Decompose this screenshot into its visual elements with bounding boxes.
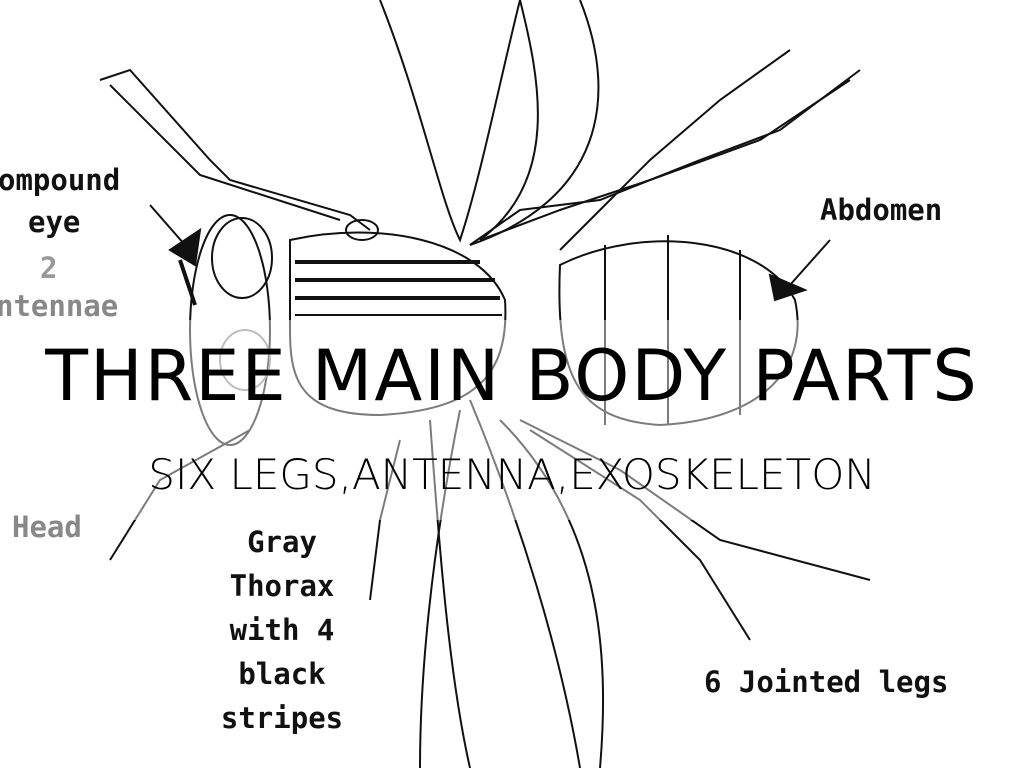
slide-subtitle-row: SIX LEGS,ANTENNA,EXOSKELETON	[0, 450, 1024, 500]
label-compound-eye-1: ompound	[0, 163, 121, 197]
abdomen	[558, 235, 799, 427]
antennae-and-legs	[99, 49, 871, 641]
label-compound-eye-2: eye	[28, 205, 81, 239]
fade-overlay	[0, 320, 1024, 520]
head	[189, 214, 273, 446]
slide-subtitle: SIX LEGS,ANTENNA,EXOSKELETON	[148, 450, 876, 499]
label-thorax-line: with 4	[229, 613, 335, 647]
label-thorax-line: Gray	[247, 525, 317, 559]
label-thorax-line: Thorax	[229, 569, 335, 603]
wings	[379, 0, 605, 768]
label-thorax-line: black	[238, 657, 326, 691]
label-abdomen: Abdomen	[820, 193, 943, 227]
thorax	[289, 219, 507, 417]
label-jointed-legs: 6 Jointed legs	[704, 665, 949, 699]
label-thorax-line: stripes	[220, 701, 344, 735]
label-antennae: ntennae	[0, 289, 119, 323]
pointer-arrows	[149, 204, 831, 306]
label-thorax: Gray Thorax with 4 black stripes	[212, 520, 352, 740]
label-head: Head	[12, 510, 82, 544]
slide-title: THREE MAIN BODY PARTS	[45, 335, 979, 417]
slide-title-row: THREE MAIN BODY PARTS	[0, 335, 1024, 417]
label-antennae-number: 2	[40, 251, 58, 285]
